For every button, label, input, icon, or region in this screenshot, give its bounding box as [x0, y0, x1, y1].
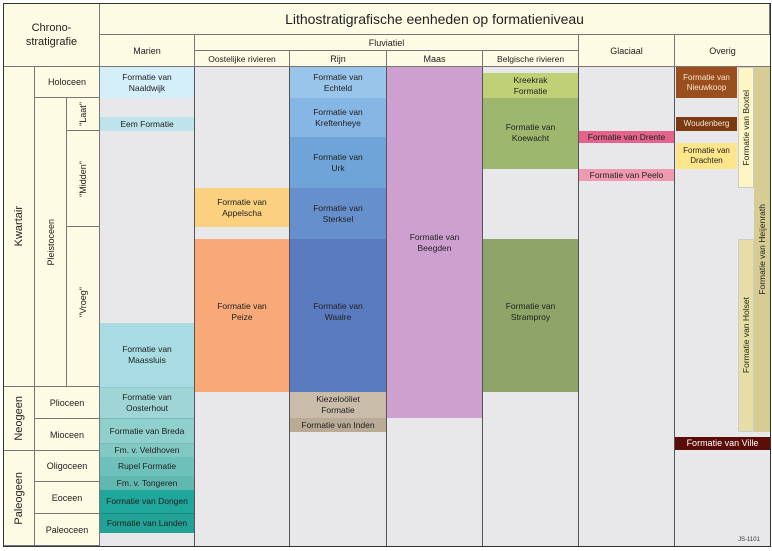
sub-vroeg: "Vroeg" — [67, 227, 100, 387]
era-kwartair: Kwartair — [4, 67, 35, 387]
formation-heijenrath: Formatie van Heijenrath — [754, 67, 770, 432]
era-paleogeen: Paleogeen — [4, 451, 35, 546]
formation-holset: Formatie van Holset — [738, 239, 754, 432]
header-overig: Overig — [675, 35, 770, 67]
formation-landen: Formatie van Landen — [100, 513, 194, 533]
header-belgisch: Belgische rivieren — [483, 51, 579, 67]
figure-code: JS-1101 — [738, 537, 760, 543]
sub-label: "Laat" — [78, 102, 88, 126]
epoch-plioceen: Plioceen — [35, 387, 100, 419]
formation-dongen: Formatie van Dongen — [100, 490, 194, 513]
header-glaciaal: Glaciaal — [579, 35, 675, 67]
epoch-label: Pleistoceen — [45, 218, 56, 266]
formation-eem: Eem Formatie — [100, 117, 194, 131]
formation-tongeren: Fm. v. Tongeren — [100, 476, 194, 490]
era-label: Neogeen — [13, 396, 25, 441]
epoch-paleoceen: Paleoceen — [35, 514, 100, 546]
formation-peelo: Formatie van Peelo — [579, 169, 674, 181]
epoch-mioceen: Mioceen — [35, 419, 100, 451]
chrono-header: Chrono- stratigrafie — [4, 4, 100, 67]
formation-kiezeloliet: Kiezeloöliet Formatie — [290, 392, 386, 418]
formation-sterksel: Formatie van Sterksel — [290, 188, 386, 239]
sub-label: "Midden" — [78, 160, 88, 197]
epoch-pleistoceen: Pleistoceen — [35, 98, 67, 387]
formation-echteld: Formatie van Echteld — [290, 67, 386, 98]
formation-label: Formatie van Heijenrath — [756, 204, 767, 295]
epoch-oligoceen: Oligoceen — [35, 451, 100, 482]
header-rijn: Rijn — [290, 51, 387, 67]
page-title: Lithostratigrafische eenheden op formati… — [100, 4, 770, 35]
formation-oosterhout: Formatie van Oosterhout — [100, 387, 194, 418]
sub-label: "Vroeg" — [78, 287, 88, 318]
formation-inden: Formatie van Inden — [290, 418, 386, 432]
formation-maassluis: Formatie van Maassluis — [100, 323, 194, 387]
formation-boxtel: Formatie van Boxtel — [738, 67, 754, 188]
formation-drachten: Formatie van Drachten — [676, 143, 737, 169]
header-fluviatiel: Fluviatiel — [195, 35, 579, 51]
formation-naaldwijk: Formatie van Naaldwijk — [100, 67, 194, 98]
formation-koewacht: Formatie van Koewacht — [483, 98, 578, 169]
sub-midden: "Midden" — [67, 131, 100, 227]
formation-label: Formatie van Boxtel — [740, 89, 751, 166]
formation-veldhoven: Fm. v. Veldhoven — [100, 443, 194, 457]
era-label: Kwartair — [13, 206, 25, 247]
formation-peize: Formatie van Peize — [195, 239, 289, 392]
formation-ville: Formatie van Ville — [675, 437, 770, 450]
sub-laat: "Laat" — [67, 98, 100, 131]
formation-kreftenheye: Formatie van Kreftenheye — [290, 98, 386, 137]
era-neogeen: Neogeen — [4, 387, 35, 451]
formation-rupel: Rupel Formatie — [100, 457, 194, 476]
epoch-eoceen: Eoceen — [35, 482, 100, 514]
formation-nieuwkoop: Formatie van Nieuwkoop — [676, 67, 737, 98]
header-oostelijk: Oostelijke rivieren — [195, 51, 290, 67]
formation-urk: Formatie van Urk — [290, 137, 386, 188]
formation-woudenberg: Woudenberg — [676, 117, 737, 131]
formation-breda: Formatie van Breda — [100, 418, 194, 443]
era-label: Paleogeen — [13, 471, 25, 525]
formation-label: Formatie van Holset — [740, 297, 751, 374]
formation-stramproy: Formatie van Stramproy — [483, 239, 578, 392]
formation-appelscha: Formatie van Appelscha — [195, 188, 289, 227]
formation-beegden: Formatie van Beegden — [387, 67, 482, 418]
header-marien: Marien — [100, 35, 195, 67]
formation-kreekrak: Kreekrak Formatie — [483, 73, 578, 98]
formation-drente: Formatie van Drente — [579, 131, 674, 143]
column-glaciaal — [579, 67, 675, 546]
header-maas: Maas — [387, 51, 483, 67]
formation-waalre: Formatie van Waalre — [290, 239, 386, 392]
epoch-holoceen: Holoceen — [35, 67, 100, 98]
